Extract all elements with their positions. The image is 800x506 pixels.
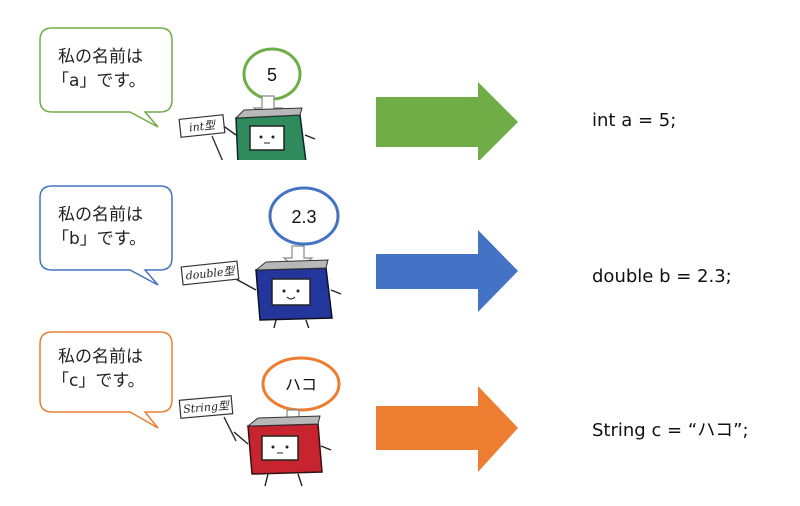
value-circle [261,356,341,412]
type-tag-label: double型 [185,264,237,282]
speech-bubble: 私の名前は 「b」です。 [39,185,173,286]
row-double: 私の名前は 「b」です。 2.3 double型 double b = 2.3; [0,158,800,333]
bubble-line-2: 「c」です。 [52,371,145,391]
big-arrow [376,386,518,472]
value-label: 2.3 [291,207,316,227]
type-tag-label: int型 [188,118,217,134]
row-int-graphic: 私の名前は 「a」です。 5 int型 [39,27,518,177]
code-line: String c = “ハコ”; [592,420,749,441]
big-arrow [376,82,518,162]
row-double-graphic: 私の名前は 「b」です。 2.3 double型 [39,185,518,333]
code-line: double b = 2.3; [592,266,732,287]
type-tag-label: String型 [183,399,232,416]
box-character [233,415,332,487]
value-label: ハコ [285,377,317,394]
bubble-line-2: 「a」です。 [52,71,146,91]
row-string-graphic: 私の名前は 「c」です。 ハコ String型 [39,331,518,487]
bubble-line-1: 私の名前は [58,47,143,67]
box-character [233,259,342,333]
row-int: 私の名前は 「a」です。 5 int型 int a = 5; [0,0,800,177]
speech-bubble: 私の名前は 「c」です。 [39,331,173,429]
big-arrow [376,230,518,312]
type-tag: double型 [180,260,240,286]
bubble-line-1: 私の名前は [58,205,143,225]
bubble-line-1: 私の名前は [58,347,143,367]
row-string: 私の名前は 「c」です。 ハコ String型 String c = “ハコ”; [0,322,800,487]
value-circle [268,186,340,246]
type-tag: int型 [178,114,226,165]
speech-bubble: 私の名前は 「a」です。 [39,27,173,128]
type-tag: String型 [178,395,237,442]
value-label: 5 [267,65,277,85]
box-character [221,107,316,177]
bubble-line-2: 「b」です。 [52,229,146,249]
code-line: int a = 5; [592,110,677,131]
